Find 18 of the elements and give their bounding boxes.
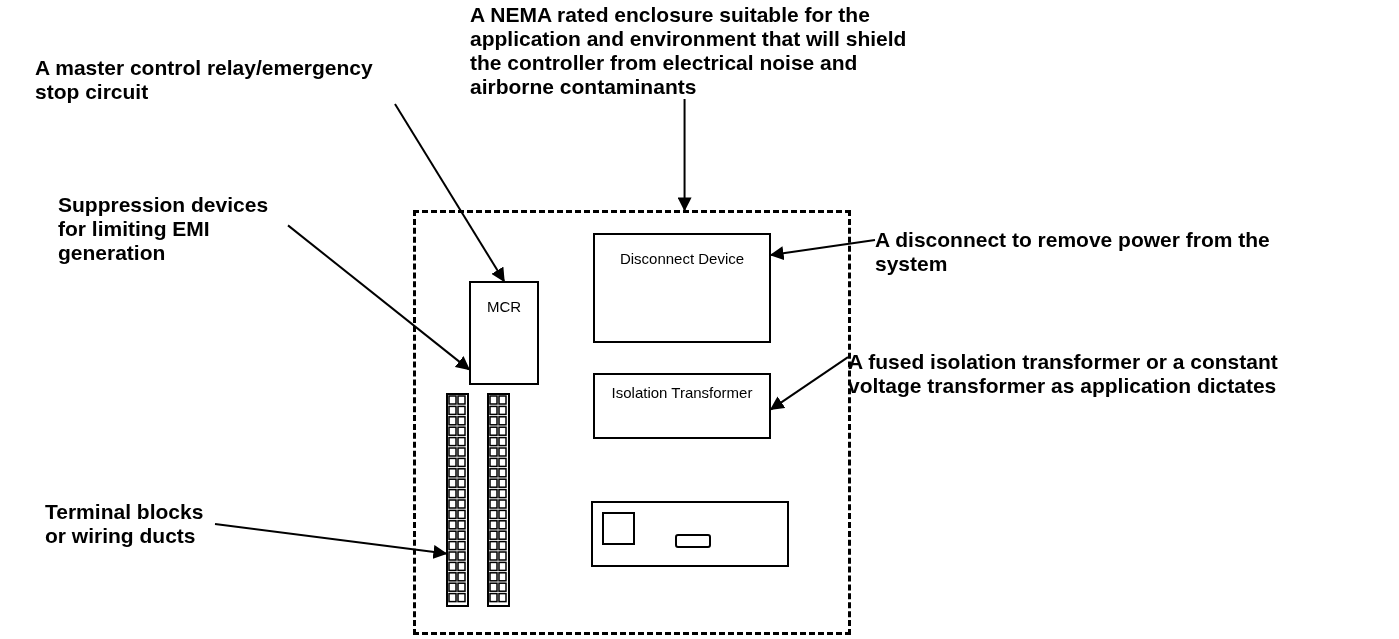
component-box: Disconnect Device (593, 233, 771, 343)
component-box: MCR (469, 281, 539, 385)
terminal-strip (446, 393, 469, 607)
controller-box (591, 501, 789, 567)
callout-text: A disconnect to remove power from the system (875, 228, 1295, 276)
arrow (287, 224, 471, 371)
component-box: Isolation Transformer (593, 373, 771, 439)
callout-text: A fused isolation transformer or a constant voltage transformer as application dictates (848, 350, 1308, 398)
arrow (214, 523, 448, 559)
arrow (677, 98, 692, 212)
callout-text: A NEMA rated enclosure suitable for the application and environment that will shield the controller from electrical noise and airborne contaminants (470, 3, 920, 99)
terminal-strip (487, 393, 510, 607)
callout-text: A master control relay/emergency stop circuit (35, 56, 395, 104)
callout-text: Terminal blocks or wiring ducts (45, 500, 215, 548)
arrow (769, 239, 876, 261)
callout-text: Suppression devices for limiting EMI generation (58, 193, 288, 265)
arrow (769, 356, 849, 411)
arrow (394, 103, 505, 283)
